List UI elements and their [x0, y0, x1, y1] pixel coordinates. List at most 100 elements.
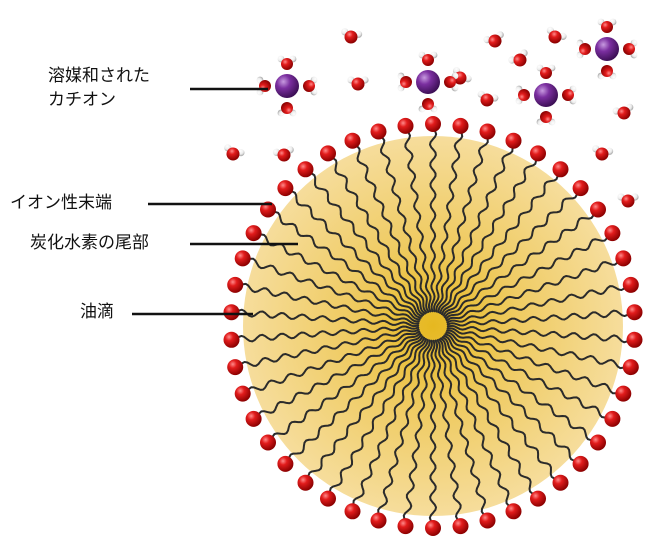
- ionic-head: [397, 518, 414, 535]
- water-molecule-icon: [272, 146, 294, 162]
- ionic-head: [622, 276, 639, 293]
- ionic-head: [425, 116, 441, 132]
- ionic-head: [590, 434, 606, 451]
- hydrocarbon-tail: [435, 338, 487, 517]
- ionic-head: [344, 503, 361, 520]
- hydrocarbon-tail: [307, 336, 426, 479]
- ionic-head: [604, 410, 621, 427]
- ionic-head: [615, 385, 632, 402]
- ionic-head: [452, 117, 469, 134]
- oil-droplet-label: 油滴: [80, 302, 114, 322]
- solvated-cation-icon: [397, 51, 459, 113]
- ionic-head: [615, 250, 632, 267]
- ionic-head: [626, 304, 643, 321]
- ionic-head: [530, 490, 546, 507]
- ionic-head: [297, 161, 314, 178]
- hydrocarbon-tail: [247, 257, 420, 323]
- hydrocarbon-tail: [443, 212, 595, 319]
- hydrocarbon-tail: [439, 157, 537, 315]
- ionic-heads: [223, 116, 643, 536]
- hydrocarbon-tail: [288, 335, 424, 461]
- ionic-head: [552, 474, 569, 491]
- ionic-head: [479, 123, 496, 140]
- solvated-cation-icon: [256, 55, 318, 117]
- water-molecules: [224, 26, 639, 208]
- ionic-head: [320, 145, 336, 162]
- hydrocarbon-tail: [239, 282, 420, 325]
- water-molecule-icon: [612, 103, 634, 120]
- hydrocarbon-tail: [402, 339, 433, 522]
- ionic-head: [245, 225, 262, 242]
- hydrocarbon-tail: [446, 329, 619, 395]
- hydrocarbon-tail: [446, 327, 627, 370]
- ionic-head: [452, 518, 469, 535]
- ionic-head: [622, 359, 639, 376]
- ionic-head: [604, 225, 621, 242]
- hydrocarbon-tail: [354, 144, 429, 314]
- solvated-cations: [256, 18, 638, 126]
- hydrocarbon-tail: [377, 339, 431, 517]
- hydrocarbon-tail: [352, 338, 429, 507]
- ionic-head: [297, 474, 314, 491]
- ionic-head: [245, 410, 262, 427]
- hydrocarbon-tail: [437, 145, 514, 314]
- hydrocarbon-tail: [246, 329, 421, 393]
- ionic-head: [320, 490, 336, 507]
- ionic-head: [260, 201, 276, 218]
- ionic-head: [425, 520, 441, 536]
- hydrocarbon-tail: [444, 235, 609, 321]
- hydrocarbon-tail: [435, 135, 489, 313]
- ionic-head-label: イオン性末端: [10, 193, 112, 213]
- water-molecule-icon: [347, 76, 369, 91]
- ionic-head: [234, 385, 251, 402]
- solvated-cation-label-line1: 溶媒和された: [48, 66, 150, 86]
- ionic-head: [505, 503, 522, 520]
- hydrocarbon-tail: [439, 337, 536, 496]
- hydrocarbon-tail: [235, 325, 420, 343]
- hydrocarbon-tails: [235, 128, 631, 524]
- water-molecule-icon: [483, 31, 504, 48]
- hydrocarbon-tail: [257, 331, 422, 417]
- hydrocarbon-tail: [235, 308, 420, 328]
- solvated-cation-icon: [576, 18, 638, 80]
- hydrocarbon-tail: [329, 337, 427, 495]
- hydrocarbon-tail: [434, 339, 462, 522]
- hydrocarbon-tail: [257, 233, 421, 321]
- solvated-cation-icon: [515, 64, 577, 126]
- hydrocarbon-tail: [444, 333, 595, 441]
- ionic-head: [590, 201, 606, 218]
- hydrocarbon-tail: [442, 334, 577, 462]
- ionic-head: [370, 123, 387, 140]
- ionic-head: [370, 512, 387, 529]
- ionic-head: [479, 512, 496, 529]
- hydrocarbon-tail: [445, 331, 609, 419]
- hydrocarbon-tail: [446, 309, 631, 327]
- hydrocarbon-tail-label: 炭化水素の尾部: [30, 233, 149, 253]
- hydrocarbon-tail: [289, 190, 424, 318]
- water-molecule-icon: [477, 90, 499, 107]
- hydrocarbon-tail: [437, 338, 512, 508]
- hydrocarbon-tail: [441, 335, 558, 480]
- hydrocarbon-tail: [239, 328, 420, 367]
- ionic-head: [552, 161, 569, 178]
- hydrocarbon-tail: [433, 130, 464, 313]
- water-molecule-icon: [341, 28, 363, 44]
- solvated-cation-label-line2: カチオン: [48, 90, 116, 110]
- hydrocarbon-tail: [446, 324, 631, 344]
- ionic-head: [223, 331, 240, 348]
- ionic-head: [572, 455, 589, 472]
- hydrocarbon-tail: [330, 156, 427, 315]
- ionic-head: [277, 455, 294, 472]
- leader-lines: [132, 87, 298, 316]
- hydrocarbon-tail: [404, 130, 432, 313]
- water-molecule-icon: [592, 145, 614, 161]
- hydrocarbon-tail: [379, 135, 431, 314]
- ionic-head: [505, 132, 522, 149]
- water-molecule-icon: [546, 26, 567, 44]
- ionic-head: [572, 180, 589, 197]
- hydrocarbon-tail: [271, 333, 423, 440]
- hydrocarbon-tail: [445, 259, 620, 323]
- ionic-head: [260, 434, 276, 451]
- oil-droplet: [243, 136, 623, 516]
